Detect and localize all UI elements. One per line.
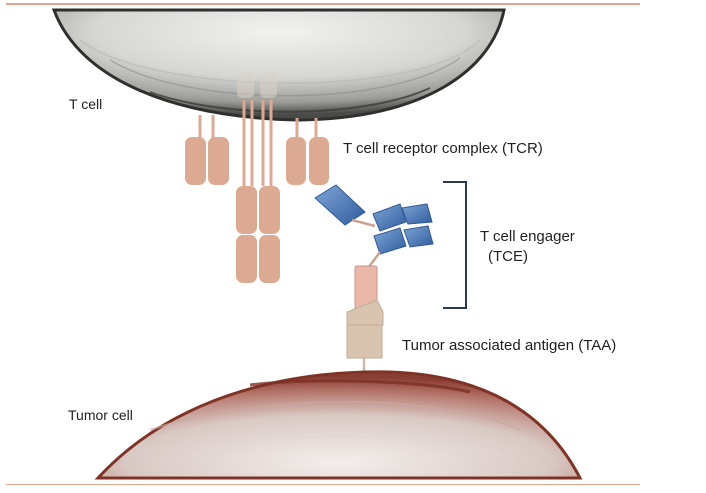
tumor-associated-antigen [346, 299, 384, 372]
t-cell [51, 8, 506, 122]
tcr-complex [185, 72, 329, 283]
label-t-cell: T cell [69, 96, 103, 112]
label-tumor-cell: Tumor cell [68, 407, 133, 423]
t-cell-engager [314, 184, 434, 311]
bottom-rule [6, 484, 640, 485]
tce-bracket [443, 181, 467, 309]
label-tcr: T cell receptor complex (TCR) [343, 140, 543, 157]
tumor-cell [94, 370, 583, 480]
label-taa: Tumor associated antigen (TAA) [402, 337, 617, 354]
top-rule [6, 3, 640, 5]
label-tce-line1: T cell engager [480, 228, 575, 245]
label-tce-line2: (TCE) [488, 248, 528, 265]
